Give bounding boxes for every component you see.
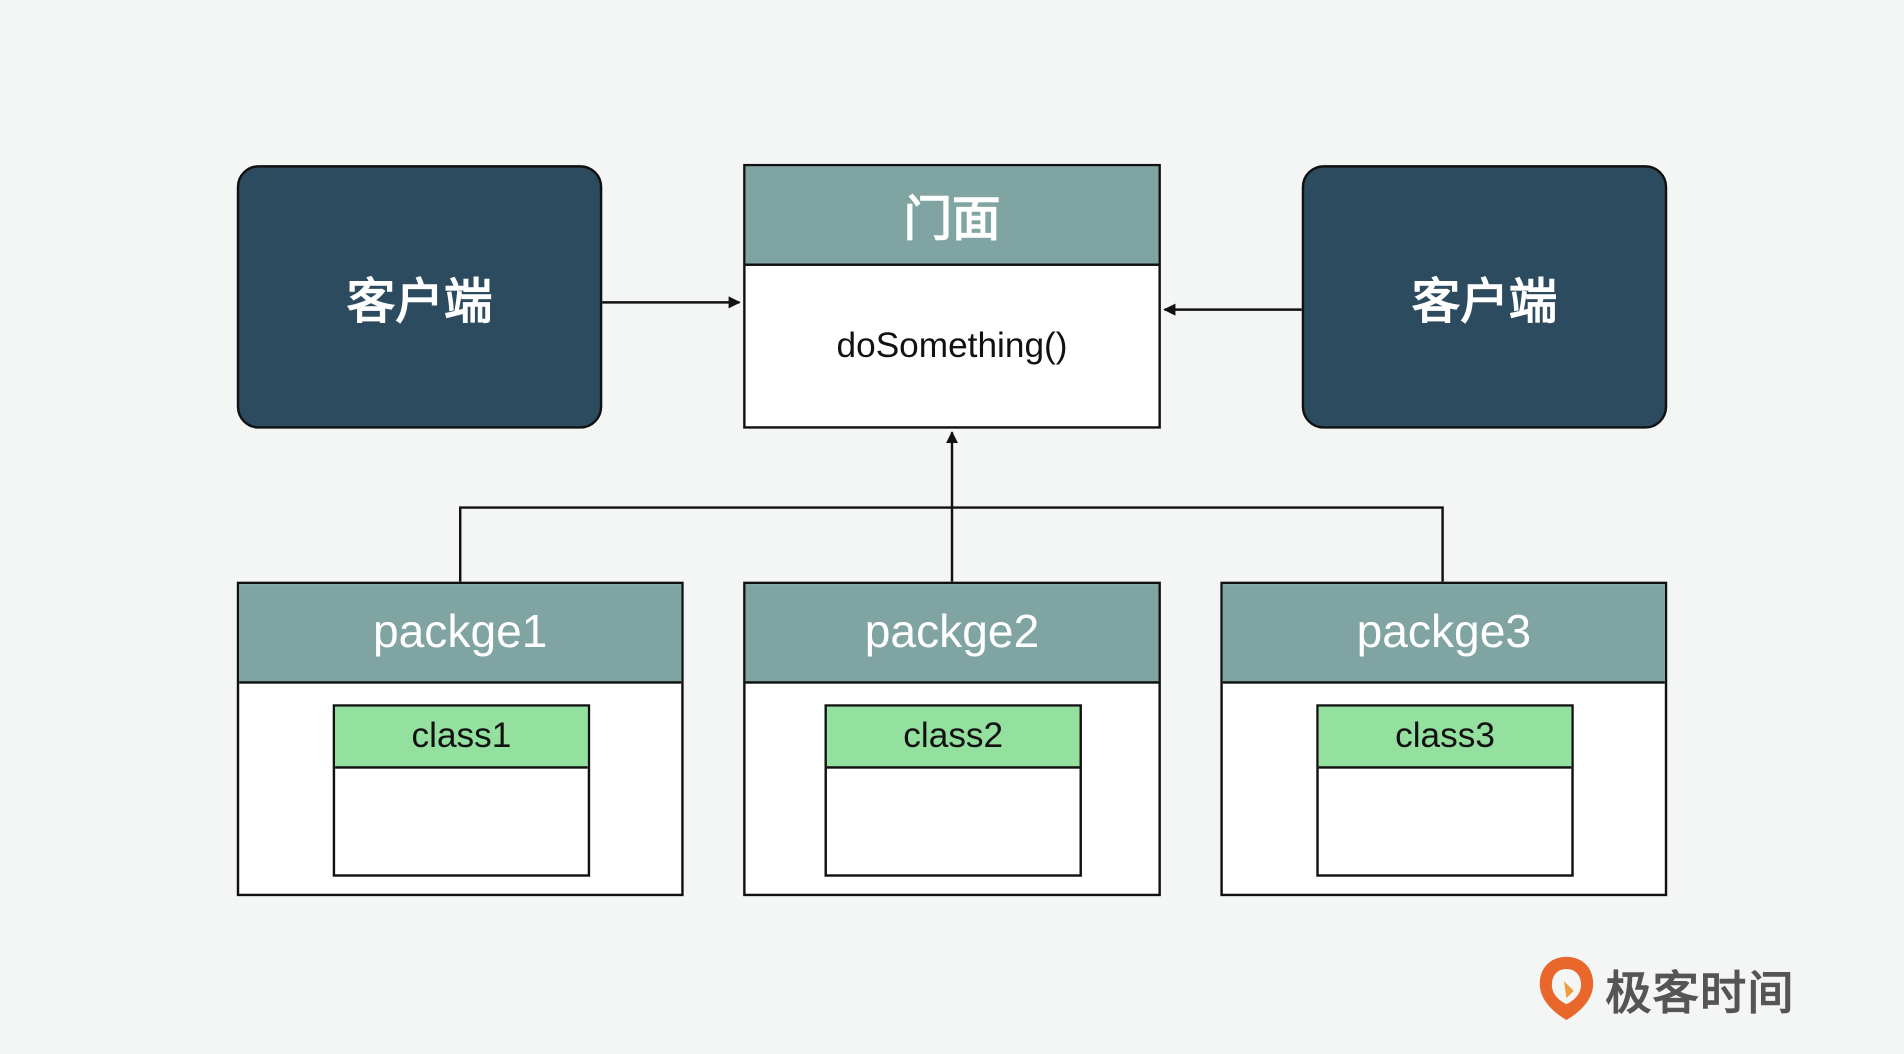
class-title: class1 <box>335 706 588 769</box>
facade-box: 门面 doSomething() <box>743 163 1161 429</box>
package-title: packge1 <box>239 584 682 684</box>
facade-title: 门面 <box>745 166 1159 266</box>
client-label: 客户端 <box>346 273 493 330</box>
class-title: class2 <box>826 706 1080 769</box>
geektime-logo: 极客时间 <box>1537 954 1794 1022</box>
class-box-3: class3 <box>1316 704 1574 877</box>
package-box-2: packge2 class2 <box>743 581 1161 897</box>
class-box-1: class1 <box>332 704 591 877</box>
client-label: 客户端 <box>1411 273 1558 330</box>
package-box-1: packge1 class1 <box>236 581 684 897</box>
package-box-3: packge3 class3 <box>1220 581 1668 897</box>
logo-text: 极客时间 <box>1605 965 1795 1020</box>
class-box-2: class2 <box>824 704 1082 877</box>
package-title: packge3 <box>1222 584 1665 684</box>
client-box-right: 客户端 <box>1301 165 1668 429</box>
package-title: packge2 <box>745 584 1159 684</box>
geektime-logo-icon <box>1539 956 1594 1021</box>
client-box-left: 客户端 <box>236 165 603 429</box>
facade-method: doSomething() <box>836 326 1068 365</box>
class-title: class3 <box>1318 706 1572 769</box>
